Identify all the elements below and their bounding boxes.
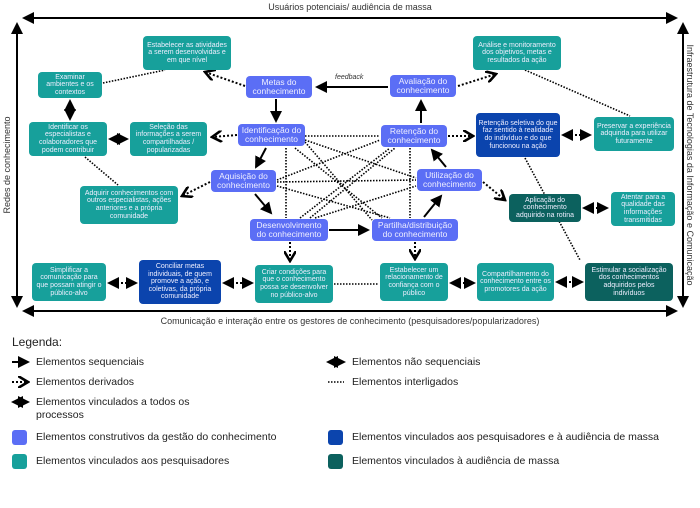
node-aplicacao: Aplicação do conhecimento adquirido na r… (509, 194, 581, 222)
node-metas: Metas do conhecimento (246, 76, 312, 98)
node-adquirir: Adquirir conhecimentos com outros especi… (80, 186, 178, 224)
node-selecao: Seleção das informações a serem comparti… (130, 122, 207, 156)
node-examinar: Examinar ambientes e os contextos (38, 72, 102, 98)
swatch-pesq-audiencia (328, 430, 343, 445)
node-preservar: Preservar a experiência adquirida para u… (594, 117, 674, 151)
node-compartilhamento: Compartilhamento do conhecimento entre o… (477, 263, 554, 301)
left-axis-label: Redes de conhecimento (2, 116, 12, 214)
node-analise: Análise e monitoramento dos objetivos, m… (473, 36, 561, 70)
node-aquisicao: Aquisição do conhecimento (211, 170, 276, 192)
node-desenvolvimento: Desenvolvimento do conhecimento (250, 219, 328, 241)
right-axis-label: Infraestrutura de Tecnologias da Informa… (685, 44, 695, 286)
node-estabelecer-atividades: Estabelecer as atividades a serem desenv… (143, 36, 231, 70)
swatch-pesquisadores (12, 454, 27, 469)
interlinked-lines (84, 69, 631, 285)
legend-derivados: Elementos derivados (36, 376, 135, 388)
legend-pesq-audiencia: Elementos vinculados aos pesquisadores e… (352, 431, 660, 443)
node-partilha: Partilha/distribuição do conhecimento (372, 219, 458, 241)
derived-arrows (182, 72, 505, 261)
legend-audiencia: Elementos vinculados à audiência de mass… (352, 455, 560, 467)
legend-title: Legenda: (12, 335, 63, 349)
node-identificar-especialistas: Identificar os especialistas e colaborad… (29, 122, 107, 156)
legend-sequenciais: Elementos sequenciais (36, 356, 144, 368)
frame-arrows (11, 12, 689, 317)
top-axis-label: Usuários potenciais/ audiência de massa (268, 2, 432, 12)
node-utilizacao: Utilização do conhecimento (417, 169, 482, 191)
node-relacionamento: Estabelecer um relacionamento de confian… (380, 263, 448, 301)
feedback-label: feedback (335, 74, 364, 81)
node-identificacao: Identificação do conhecimento (238, 124, 305, 146)
node-conciliar: Conciliar metas individuais, de quem pro… (139, 260, 221, 304)
node-avaliacao: Avaliação do conhecimento (390, 75, 456, 97)
node-simplificar: Simplificar a comunicação para que possa… (32, 263, 106, 301)
sequential-arrows (254, 81, 447, 236)
legend-nao-sequenciais: Elementos não sequenciais (352, 356, 481, 368)
legend-interligados: Elementos interligados (352, 376, 459, 388)
node-retencao-seletiva: Retenção seletiva do que faz sentido à r… (476, 113, 560, 157)
node-retencao: Retenção do conhecimento (381, 125, 447, 147)
node-atentar: Atentar para a qualidade das informações… (611, 192, 675, 226)
swatch-construtivos (12, 430, 27, 445)
node-estimular: Estimular a socialização dos conheciment… (585, 263, 673, 301)
legend-pesquisadores: Elementos vinculados aos pesquisadores (36, 455, 230, 467)
legend-construtivos: Elementos construtivos da gestão do conh… (36, 431, 277, 443)
legend-todos: Elementos vinculados a todos os processo… (36, 396, 190, 421)
bottom-axis-label: Comunicação e interação entre os gestore… (160, 316, 540, 326)
swatch-audiencia (328, 454, 343, 469)
node-criar: Criar condições para que o conhecimento … (255, 265, 333, 303)
non-sequential-arrows (64, 99, 609, 289)
